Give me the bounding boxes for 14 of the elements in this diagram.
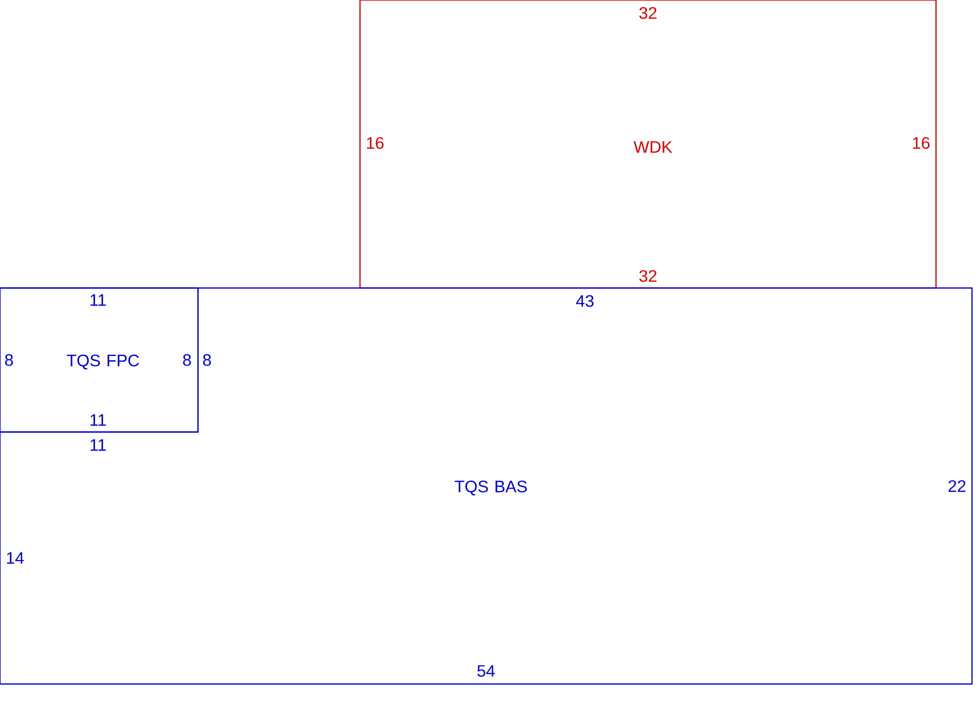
dimension-label: 16: [367, 137, 384, 149]
dimension-label: 14: [7, 552, 24, 564]
dimension-label: 32: [639, 7, 656, 19]
dimension-label: 32: [639, 270, 656, 282]
dimension-label: 8: [203, 354, 211, 366]
dimension-label: 16: [913, 137, 930, 149]
dimension-label: 11: [90, 414, 106, 426]
dimension-label: 43: [576, 295, 594, 307]
dimension-label: 8: [5, 354, 13, 366]
dimension-label: 54: [477, 665, 495, 677]
dimension-label: 22: [948, 480, 966, 492]
dimension-label: 8: [183, 354, 191, 366]
dimension-label: 11: [90, 439, 106, 451]
dimension-label: 11: [90, 294, 106, 306]
